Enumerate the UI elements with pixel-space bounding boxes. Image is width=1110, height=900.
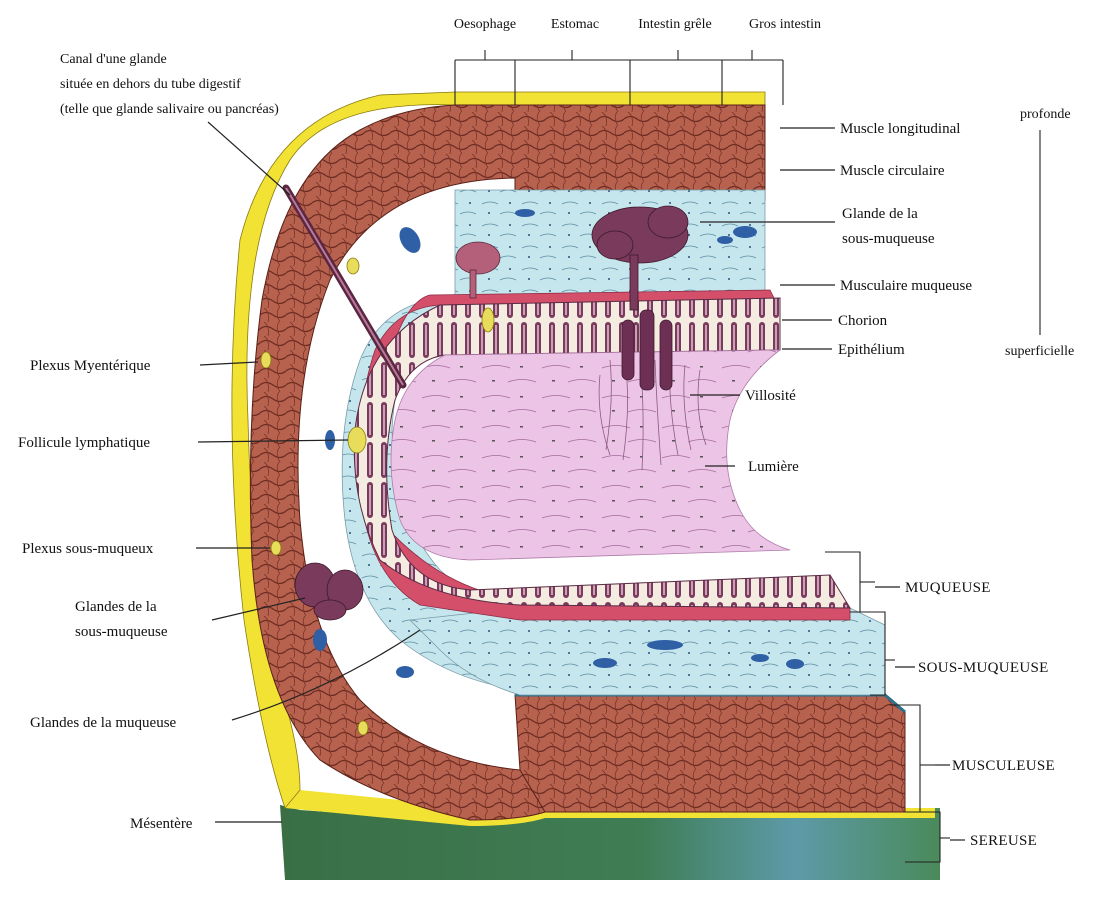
label-glandes-sous-muqueuse-2: sous-muqueuse	[75, 624, 168, 640]
label-profonde: profonde	[1020, 107, 1071, 122]
label-chorion: Chorion	[838, 313, 888, 329]
label-plexus-myenterique: Plexus Myentérique	[30, 358, 151, 374]
region-label-oesophage: Oesophage	[454, 17, 516, 32]
label-sereuse: SEREUSE	[970, 833, 1037, 849]
label-epithelium: Epithélium	[838, 342, 905, 358]
region-label-gros-intestin: Gros intestin	[749, 17, 821, 32]
label-glande-sous-muqueuse-2: sous-muqueuse	[842, 231, 935, 247]
label-muscle-longitudinal: Muscle longitudinal	[840, 121, 960, 137]
label-plexus-sous-muqueux: Plexus sous-muqueux	[22, 541, 154, 557]
label-muqueuse: MUQUEUSE	[905, 580, 991, 596]
region-label-intestin-grele: Intestin grêle	[638, 17, 711, 32]
canal-label-line1: Canal d'une glande	[60, 52, 167, 67]
label-glande-sous-muqueuse-1: Glande de la	[842, 206, 918, 222]
label-follicule-lymphatique: Follicule lymphatique	[18, 435, 150, 451]
label-mesentere: Mésentère	[130, 816, 193, 832]
label-muscle-circulaire: Muscle circulaire	[840, 163, 945, 179]
label-sous-muqueuse: SOUS-MUQUEUSE	[918, 660, 1049, 676]
label-glandes-sous-muqueuse-1: Glandes de la	[75, 599, 157, 615]
leader-plexus-myenterique	[200, 362, 258, 365]
region-label-estomac: Estomac	[551, 17, 599, 32]
label-musculeuse: MUSCULEUSE	[952, 758, 1055, 774]
label-glandes-muqueuse: Glandes de la muqueuse	[30, 715, 177, 731]
label-villosite: Villosité	[745, 388, 796, 404]
canal-label-line3: (telle que glande salivaire ou pancréas)	[60, 102, 279, 117]
gland-villosite	[622, 310, 672, 390]
canal-label-line2: située en dehors du tube digestif	[60, 77, 241, 92]
label-superficielle: superficielle	[1005, 344, 1074, 359]
musculeuse-lower-block	[515, 695, 905, 812]
label-lumiere: Lumière	[748, 459, 799, 475]
label-musculaire-muqueuse: Musculaire muqueuse	[840, 278, 972, 294]
lumen	[391, 350, 790, 560]
